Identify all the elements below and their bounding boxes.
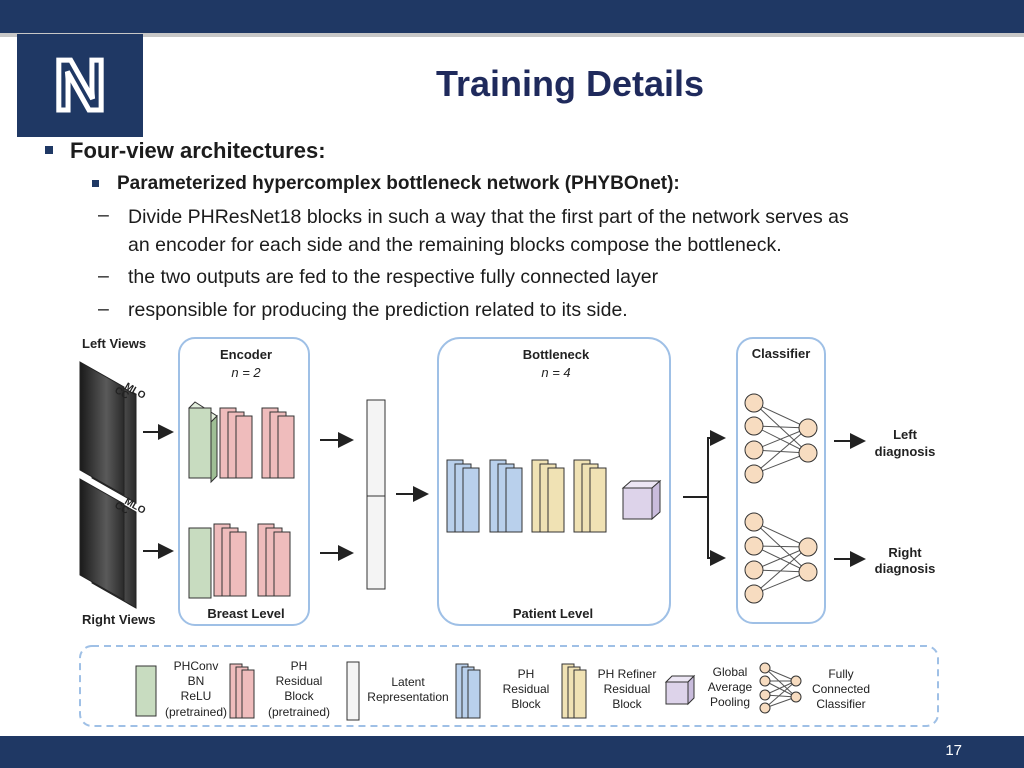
legend-phres-1: PH <box>518 667 535 681</box>
square-bullet-icon <box>45 146 53 154</box>
dash-bullet: – <box>98 265 109 287</box>
bottleneck-title: Bottleneck <box>523 347 590 362</box>
legend-phconv-4: (pretrained) <box>165 705 227 719</box>
legend-gap: Global Average Pooling <box>664 665 753 709</box>
slide-title: Training Details <box>435 63 705 104</box>
left-mammogram-stack: MLO CC <box>79 361 147 504</box>
legend-latent-2: Representation <box>367 690 448 704</box>
right-mammogram-stack: MLO CC <box>79 478 147 609</box>
legend-fc-3: Classifier <box>816 697 865 711</box>
right-views-label: Right Views <box>82 612 155 627</box>
left-views-label: Left Views <box>82 336 146 351</box>
legend-phconv: PHConv BN ReLU (pretrained) <box>135 659 227 719</box>
legend-fc: Fully Connected Classifier <box>759 662 870 714</box>
legend-phconv-3: ReLU <box>181 689 212 703</box>
dash-bullet: – <box>98 298 109 320</box>
legend-box <box>79 645 939 727</box>
logo-letter: N <box>54 46 106 126</box>
bullet-dash1-line1: Divide PHResNet18 blocks in such a way t… <box>128 206 849 228</box>
bullet-list: Four-view architectures: Parameterized h… <box>0 0 1024 330</box>
bottom-banner <box>0 736 1024 768</box>
classifier-network-bottom <box>744 512 818 604</box>
bullet-dash3: responsible for producing the prediction… <box>128 299 628 321</box>
legend-ph-residual-pretrained: PH Residual Block (pretrained) <box>229 659 330 719</box>
legend-phres-3: Block <box>511 697 541 711</box>
dash-bullet: – <box>98 204 109 226</box>
legend-phres-pre-4: (pretrained) <box>268 705 330 719</box>
legend-refiner-1: PH Refiner <box>598 667 657 681</box>
bullet-dash1: Divide PHResNet18 blocks in such a way t… <box>128 203 988 259</box>
legend-phres-pre-3: Block <box>284 689 314 703</box>
latent-representation <box>366 399 386 590</box>
bottleneck-n: n = 4 <box>541 365 570 380</box>
legend-ph-residual: PH Residual Block <box>455 663 550 719</box>
bullet-dash2: the two outputs are fed to the respectiv… <box>128 266 659 288</box>
left-diagnosis-line2: diagnosis <box>875 444 936 459</box>
legend-latent: Latent Representation <box>346 661 449 721</box>
legend-phconv-2: BN <box>188 674 205 688</box>
legend-phres-pre-1: PH <box>291 659 308 673</box>
encoder-blocks-bottom <box>188 523 291 599</box>
legend-phconv-1: PHConv <box>174 659 219 673</box>
legend-ph-refiner: PH Refiner Residual Block <box>561 663 657 719</box>
legend-fc-1: Fully <box>828 667 853 681</box>
bullet-level1: Four-view architectures: <box>70 138 326 163</box>
square-bullet-icon <box>92 180 99 187</box>
legend-refiner-2: Residual <box>604 682 651 696</box>
legend-gap-3: Pooling <box>710 695 750 709</box>
encoder-n: n = 2 <box>231 365 261 380</box>
classifier-network-top <box>744 393 818 484</box>
page-number: 17 <box>945 742 962 759</box>
legend-phres-2: Residual <box>503 682 550 696</box>
encoder-title: Encoder <box>220 347 272 362</box>
encoder-blocks-top <box>188 401 295 484</box>
top-divider <box>0 33 1024 37</box>
left-diagnosis-line1: Left <box>893 427 918 442</box>
legend-fc-2: Connected <box>812 682 870 696</box>
classifier-title: Classifier <box>752 346 811 361</box>
legend-gap-1: Global <box>713 665 748 679</box>
right-diagnosis-line2: diagnosis <box>875 561 936 576</box>
bottleneck-blocks <box>446 459 662 533</box>
top-banner <box>0 0 1024 33</box>
bullet-dash1-line2: an encoder for each side and the remaini… <box>128 234 782 256</box>
bullet-level2: Parameterized hypercomplex bottleneck ne… <box>117 173 680 194</box>
legend-phres-pre-2: Residual <box>276 674 323 688</box>
breast-level-label: Breast Level <box>207 606 284 621</box>
patient-level-label: Patient Level <box>513 606 593 621</box>
legend-latent-1: Latent <box>391 675 425 689</box>
university-logo: N <box>17 34 143 137</box>
right-diagnosis-line1: Right <box>888 545 922 560</box>
arrow-icon <box>707 497 726 566</box>
legend-refiner-3: Block <box>612 697 642 711</box>
arrow-icon <box>683 430 726 498</box>
legend-gap-2: Average <box>708 680 753 694</box>
